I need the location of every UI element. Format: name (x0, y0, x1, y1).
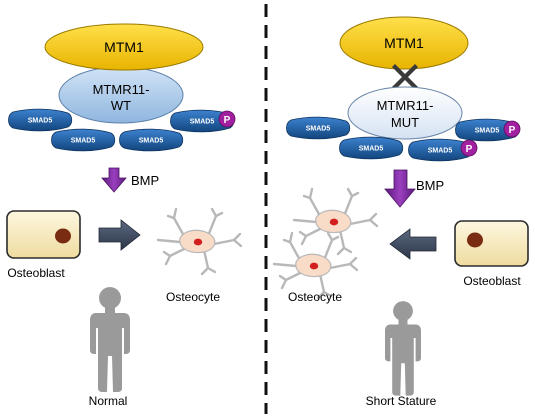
osteoblast-cell-left (6, 210, 81, 259)
differentiation-arrow-right (389, 228, 437, 260)
svg-text:SMAD5: SMAD5 (475, 128, 500, 135)
mtmr11-wt-label-line2: WT (111, 98, 131, 113)
right-panel: MTM1 MTMR11- MUT SMAD5 SMAD5 SMAD5 P SMA… (272, 16, 529, 408)
svg-text:SMAD5: SMAD5 (28, 118, 53, 125)
phospho-badge-left: P (218, 110, 236, 128)
svg-text:SMAD5: SMAD5 (428, 148, 453, 155)
smad5-left-3: SMAD5 (119, 128, 184, 152)
osteocyte-label-right: Osteocyte (288, 290, 342, 304)
bmp-label-left: BMP (131, 173, 159, 188)
osteoblast-label-left: Osteoblast (7, 266, 65, 280)
phospho-badge-right-2: P (503, 120, 521, 138)
person-silhouette-icon-left (90, 287, 130, 392)
mtm1-protein-left (44, 23, 204, 71)
osteocyte-cell-icon-right-1 (292, 187, 379, 256)
smad5-left-2: SMAD5 (51, 128, 116, 152)
differentiation-arrow-left (98, 219, 141, 251)
osteoblast-nucleus-right (467, 232, 483, 248)
osteocyte-cell-icon-right-2 (272, 231, 359, 300)
outcome-label-short-stature: Short Stature (366, 394, 437, 408)
smad5-right-3: SMAD5 (408, 138, 473, 162)
mtmr11-mut-label-line2: MUT (391, 115, 419, 130)
svg-text:SMAD5: SMAD5 (71, 138, 96, 145)
svg-text:P: P (509, 125, 516, 136)
mtmr11-mut-label-line1: MTMR11- (377, 98, 434, 113)
smad5-right-1: SMAD5 (286, 116, 351, 140)
outcome-label-normal: Normal (89, 394, 128, 408)
mtm1-label-right: MTM1 (384, 35, 424, 51)
osteocyte-cell-icon-left (156, 207, 243, 276)
bmp-arrow-left (101, 167, 127, 193)
svg-text:SMAD5: SMAD5 (306, 126, 331, 133)
smad5-left-4: SMAD5 (170, 109, 235, 133)
mtmr11-wt-label-line1: MTMR11- (93, 82, 150, 97)
phospho-badge-right-1: P (460, 139, 478, 157)
mtmr11-mut-protein (347, 86, 463, 140)
osteoblast-nucleus-left (55, 228, 71, 244)
osteocyte-label-left: Osteocyte (166, 290, 220, 304)
osteoblast-cell-right (454, 220, 529, 267)
svg-text:SMAD5: SMAD5 (139, 138, 164, 145)
person-silhouette-icon-right (385, 301, 421, 396)
mtm1-label-left: MTM1 (104, 39, 144, 55)
bmp-arrow-right (384, 169, 416, 208)
smad5-right-2: SMAD5 (339, 136, 404, 160)
smad5-left-1: SMAD5 (8, 108, 73, 132)
bmp-label-right: BMP (416, 178, 444, 193)
left-panel: MTMR11- WT MTM1 SMAD5 SMAD5 SMAD5 SMAD5 … (6, 23, 243, 408)
osteoblast-label-right: Osteoblast (463, 274, 521, 288)
svg-text:P: P (466, 144, 473, 155)
svg-text:P: P (224, 115, 231, 126)
svg-text:SMAD5: SMAD5 (190, 119, 215, 126)
smad5-right-4: SMAD5 (455, 118, 520, 142)
svg-text:SMAD5: SMAD5 (359, 146, 384, 153)
mtm1-protein-right (339, 16, 469, 70)
